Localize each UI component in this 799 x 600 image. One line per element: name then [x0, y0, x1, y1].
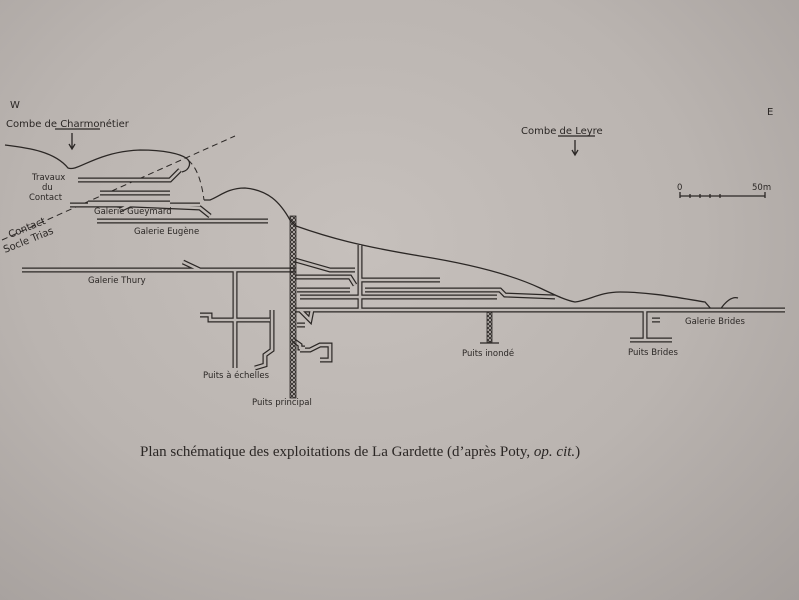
galerie-eugene-label: Galerie Eugène	[134, 226, 199, 237]
galerie-brides-label: Galerie Brides	[685, 317, 745, 327]
travaux-label: Travaux	[31, 173, 65, 183]
galerie-thury-label: Galerie Thury	[88, 276, 146, 286]
contact-line	[1, 135, 236, 241]
scale-bar: 0 50m	[677, 183, 771, 198]
puits-brides-label: Puits Brides	[628, 348, 679, 358]
combe-charmonetier-label: Combe de Charmonétier	[6, 118, 130, 130]
surface-profile-east	[204, 187, 739, 311]
surface-profile-dashed	[187, 159, 205, 201]
puits-echelles-label: Puits à échelles	[203, 370, 270, 381]
surface-profile-west	[4, 144, 191, 173]
puits-principal-label: Puits principal	[252, 398, 312, 408]
travaux-label: Contact	[29, 193, 63, 203]
combe-leyre-label: Combe de Leyre	[521, 126, 603, 137]
arrow-down-icon	[68, 133, 76, 151]
galleries	[22, 168, 785, 371]
figure-caption: Plan schématique des exploitations de La…	[140, 444, 580, 460]
scale-start-label: 0	[677, 183, 682, 193]
west-label: W	[10, 100, 20, 111]
galerie-gueymard-label: Galerie Gueymard	[94, 207, 172, 217]
puits-inonde-label: Puits inondé	[462, 348, 514, 359]
scale-end-label: 50m	[752, 183, 771, 193]
travaux-label: du	[42, 183, 53, 193]
puits-principal-shaft	[289, 215, 297, 399]
east-label: E	[767, 107, 773, 118]
underline	[55, 128, 595, 137]
puits-inonde-shaft	[486, 311, 493, 343]
arrow-down-icon	[571, 140, 579, 157]
